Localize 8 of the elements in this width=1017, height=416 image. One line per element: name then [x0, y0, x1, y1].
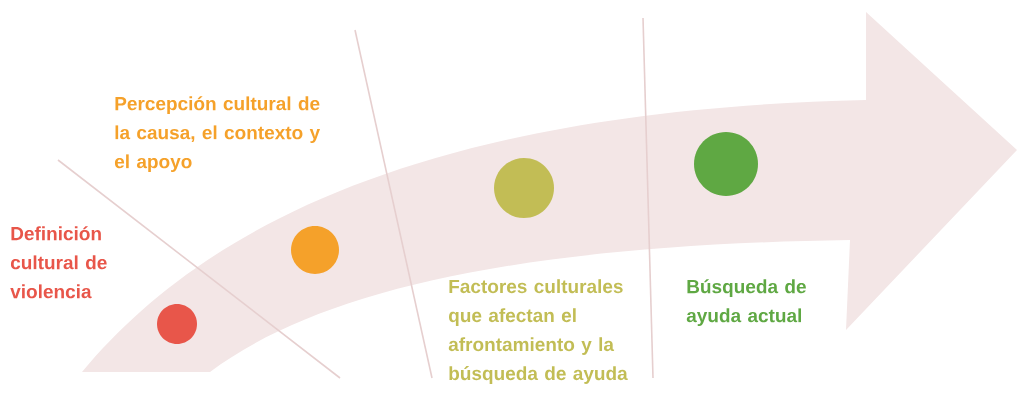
dot	[494, 158, 554, 218]
dot	[694, 132, 758, 196]
dot	[291, 226, 339, 274]
dot	[157, 304, 197, 344]
step-label: Percepción cultural de la causa, el contexto y el apoyo	[114, 96, 320, 173]
step-label: Definición cultural de violencia	[10, 226, 107, 299]
step-label: Factores culturales que afectan el afrontamiento y la búsqueda de ayuda	[448, 279, 628, 384]
step-label: Búsqueda de ayuda actual	[686, 279, 806, 327]
